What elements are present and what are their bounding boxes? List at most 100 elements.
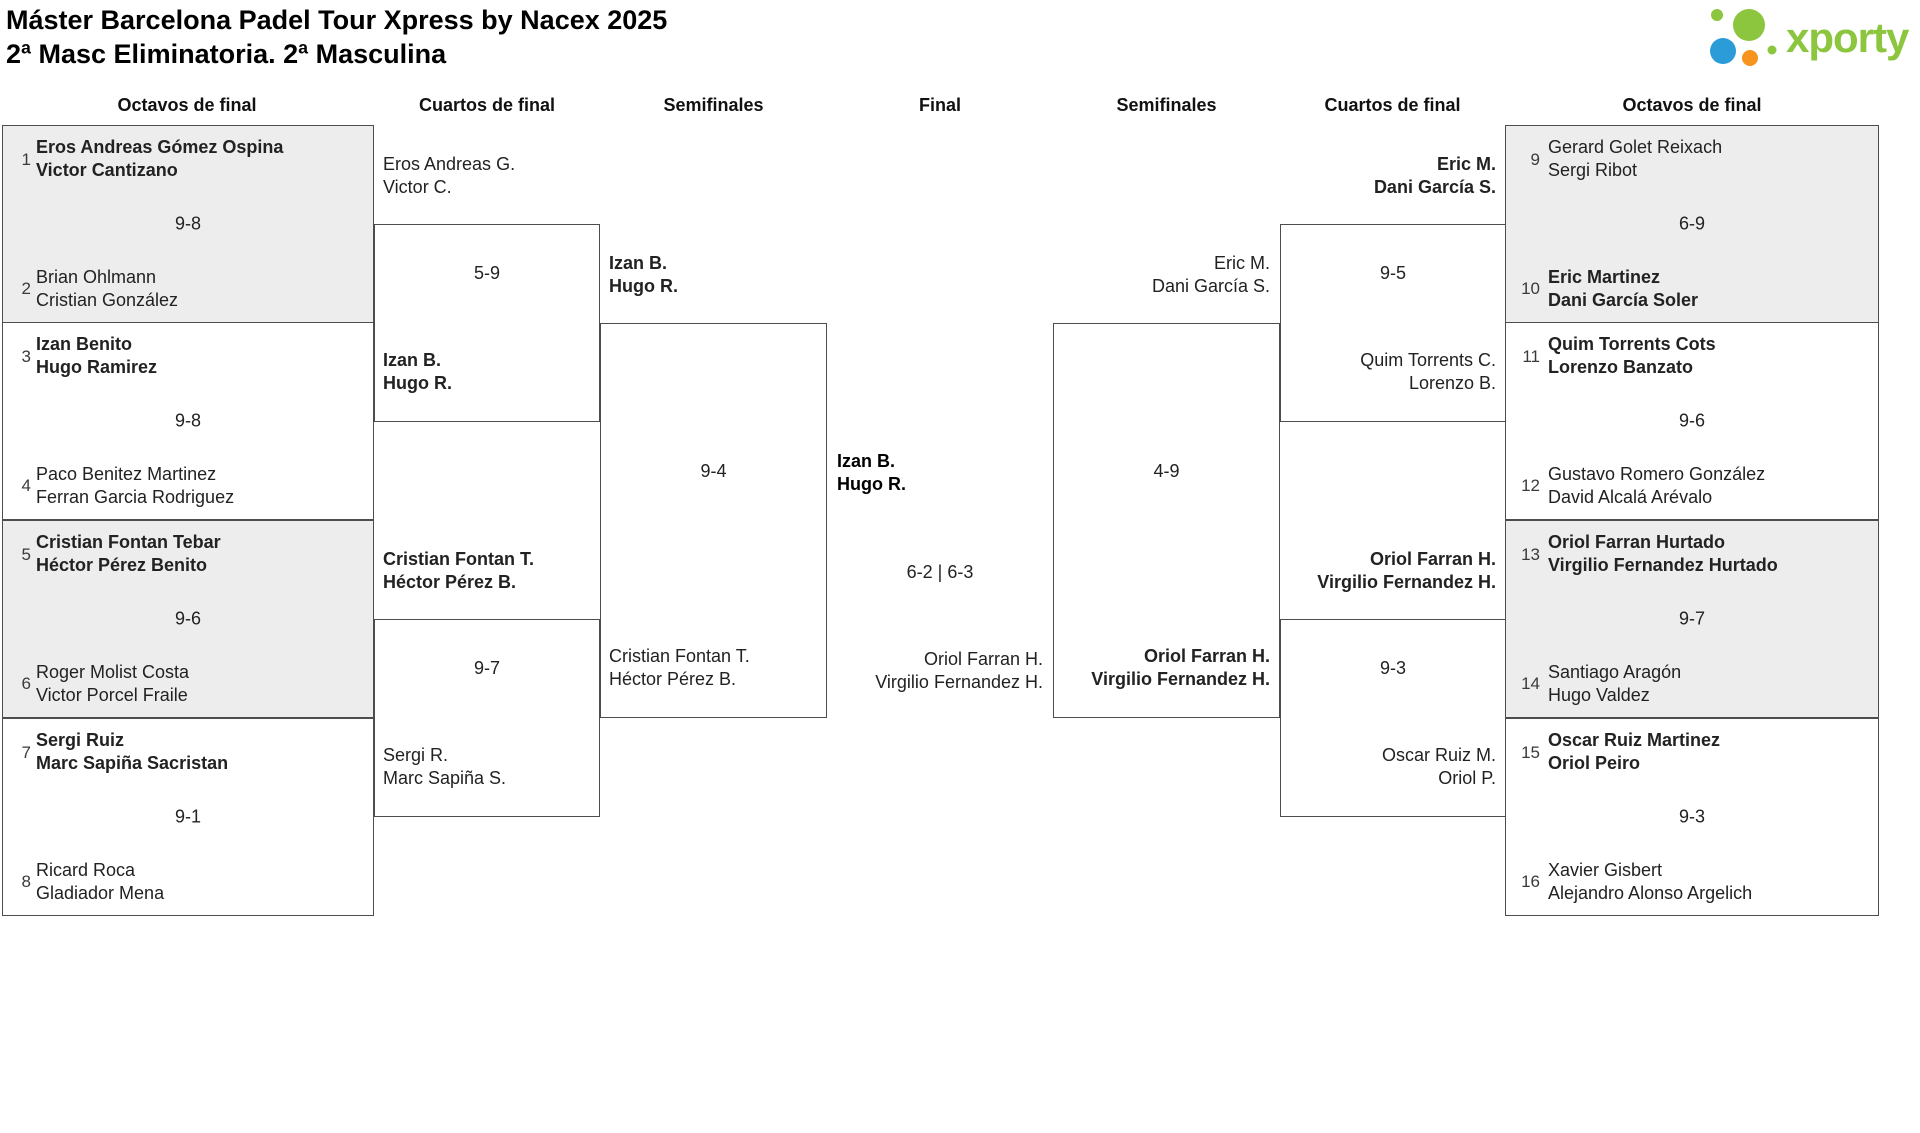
team-pair: Xavier Gisbert Alejandro Alonso Argelich [1548, 859, 1872, 905]
team-name-line: Virgilio Fernandez H. [1317, 572, 1496, 592]
team-name-line: Paco Benitez Martinez [36, 464, 217, 484]
team-name-line: Santiago Aragón [1548, 662, 1682, 682]
team-name-line: Quim Torrents Cots [1548, 334, 1716, 354]
team-name-line: Hugo R. [837, 474, 906, 494]
team-name-line: Dani García S. [1373, 177, 1496, 197]
match-score: 9-8 [174, 410, 201, 431]
logo-dot-blue [1710, 38, 1736, 64]
team-name-line: Dani García S. [1151, 276, 1270, 296]
team-pair: Izan B. Hugo R. [383, 349, 452, 395]
team-pair: Quim Torrents Cots Lorenzo Banzato [1548, 333, 1872, 379]
lqf-match-1-box: Eros Andreas G. Victor C. 5-9 Izan B. Hu… [374, 154, 600, 422]
seed-number: 6 [21, 674, 31, 693]
team-name-line: Héctor Pérez B. [383, 572, 517, 592]
l16-match-3-box: 5 Cristian Fontan Tebar Héctor Pérez Ben… [2, 520, 374, 718]
team-name-line: Hugo R. [383, 373, 452, 393]
team-pair: Cristian Fontan Tebar Héctor Pérez Benit… [36, 531, 367, 577]
team-name-line: Izan Benito [36, 334, 133, 354]
team-name-line: Izan B. [609, 253, 668, 273]
team-name-line: Virgilio Fernandez H. [875, 672, 1043, 692]
team-name-line: Victor Porcel Fraile [36, 685, 188, 705]
xporty-dots-icon [1710, 9, 1777, 66]
team-pair: Cristian Fontan T. Héctor Pérez B. [383, 548, 534, 594]
team-pair: Eric M. Dani García S. [1152, 252, 1270, 298]
team-name-line: Cristian Fontan T. [609, 646, 750, 666]
l16-match-4-box: 7 Sergi Ruiz Marc Sapiña Sacristan 9-1 8… [2, 718, 374, 916]
seed-number: 15 [1521, 743, 1540, 762]
team-pair: Gerard Golet Reixach Sergi Ribot [1548, 136, 1872, 182]
seed-number: 7 [21, 743, 31, 762]
team-pair: Oscar Ruiz Martinez Oriol Peiro [1548, 729, 1872, 775]
team-name-line: Brian Ohlmann [36, 267, 157, 287]
logo-dot-orange [1742, 50, 1758, 66]
team-name-line: Gustavo Romero González [1548, 464, 1766, 484]
seed-number: 3 [21, 347, 31, 366]
match-score: 4-9 [1153, 461, 1180, 481]
seed-number: 8 [21, 872, 31, 891]
team-name-line: Gladiador Mena [36, 883, 165, 903]
team-name-line: Héctor Pérez Benito [36, 555, 208, 575]
team-name-line: Oscar Ruiz Martinez [1548, 730, 1721, 750]
team-pair: Sergi Ruiz Marc Sapiña Sacristan [36, 729, 367, 775]
match-score: 9-1 [174, 806, 201, 827]
team-name-line: Victor Cantizano [36, 160, 178, 180]
team-pair: Santiago Aragón Hugo Valdez [1548, 661, 1872, 707]
match-score: 9-6 [174, 608, 201, 629]
team-pair: Oriol Farran H. Virgilio Fernandez H. [1091, 645, 1270, 691]
l16-match-1-box: 1 Eros Andreas Gómez Ospina Victor Canti… [2, 125, 374, 323]
team-name-line: Eric M. [1436, 154, 1496, 174]
round-header-lsf: Semifinales [663, 95, 764, 115]
team-name-line: Oscar Ruiz M. [1381, 745, 1496, 765]
l16-match-2-box: 3 Izan Benito Hugo Ramirez 9-8 4 Paco Be… [2, 322, 374, 520]
match-score: 9-6 [1678, 410, 1705, 431]
team-pair: Izan B. Hugo R. [609, 252, 678, 298]
team-name-line: Virgilio Fernandez H. [1091, 669, 1270, 689]
seed-number: 14 [1521, 674, 1540, 693]
logo-dot-small-green [1711, 9, 1723, 21]
round-header-final: Final [918, 95, 961, 115]
team-name-line: Virgilio Fernandez Hurtado [1548, 555, 1778, 575]
team-name-line: Ricard Roca [36, 860, 136, 880]
team-name-line: Oriol Peiro [1548, 753, 1641, 773]
team-name-line: Roger Molist Costa [36, 662, 190, 682]
team-name-line: Sergi Ribot [1548, 160, 1638, 180]
rqf-match-1-box: Eric M. Dani García S. 9-5 Quim Torrents… [1280, 154, 1506, 422]
team-name-line: Oriol P. [1438, 768, 1496, 788]
team-name-line: Oriol Farran H. [923, 649, 1043, 669]
match-score: 9-3 [1379, 658, 1406, 678]
team-name-line: Eric M. [1214, 253, 1270, 273]
seed-number: 10 [1521, 279, 1540, 298]
team-name-line: Sergi R. [383, 745, 449, 765]
xporty-logo[interactable]: xporty [1702, 2, 1909, 74]
team-pair: Oriol Farran H. Virgilio Fernandez H. [1317, 548, 1496, 594]
team-name-line: Victor C. [383, 177, 452, 197]
team-name-line: Izan B. [837, 451, 896, 471]
team-name-line: Cristian Fontan T. [383, 549, 535, 569]
seed-number: 1 [21, 150, 31, 169]
team-name-line: Hugo Ramirez [36, 357, 158, 377]
page-title: Máster Barcelona Padel Tour Xpress by Na… [6, 5, 668, 35]
seed-number: 9 [1530, 150, 1540, 169]
seed-number: 13 [1521, 545, 1540, 564]
round-header-r16: Octavos de final [1622, 95, 1762, 115]
match-score: 5-9 [473, 263, 500, 283]
team-name-line: Izan B. [383, 350, 442, 370]
round-header-lqf: Cuartos de final [418, 95, 556, 115]
seed-number: 11 [1522, 347, 1540, 366]
team-name-line: Alejandro Alonso Argelich [1548, 883, 1753, 903]
team-name-line: Eros Andreas Gómez Ospina [36, 137, 284, 157]
match-score: 9-4 [700, 461, 727, 481]
logo-dot-tiny-green [1767, 45, 1777, 55]
r16-match-2-box: 11 Quim Torrents Cots Lorenzo Banzato 9-… [1505, 322, 1879, 520]
team-name-line: Marc Sapiña S. [383, 768, 507, 788]
round-header-l16: Octavos de final [117, 95, 257, 115]
r16-match-4-box: 15 Oscar Ruiz Martinez Oriol Peiro 9-3 1… [1505, 718, 1879, 916]
team-pair: Eric Martinez Dani García Soler [1548, 266, 1872, 312]
team-pair: Quim Torrents C. Lorenzo B. [1360, 349, 1496, 395]
team-pair: Gustavo Romero González David Alcalá Aré… [1548, 463, 1872, 509]
lsf-match-box: Izan B. Hugo R. 9-4 Cristian Fontan T. H… [600, 253, 827, 718]
final-score: 6-2 | 6-3 [906, 562, 974, 582]
match-score: 9-5 [1379, 263, 1406, 283]
team-name-line: Lorenzo Banzato [1548, 357, 1694, 377]
